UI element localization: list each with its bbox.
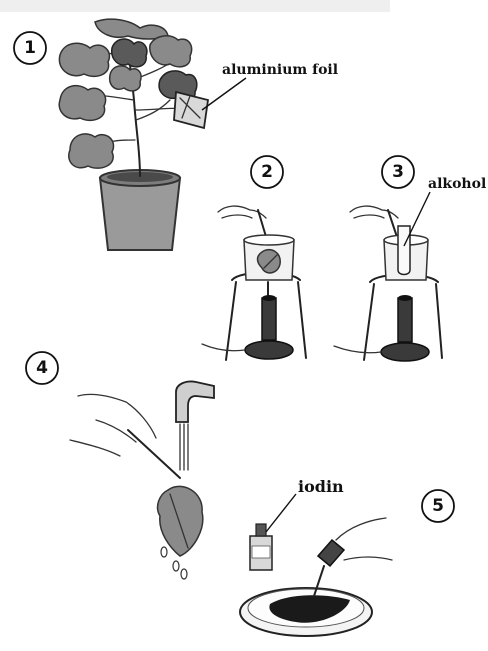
potted-plant xyxy=(59,19,246,250)
label-aluminium-foil: aluminium foil xyxy=(222,62,338,78)
step-number: 3 xyxy=(392,162,404,182)
label-iodin: iodin xyxy=(298,477,344,496)
test-tube xyxy=(398,226,410,275)
alcohol-bath-setup xyxy=(334,192,442,361)
top-band xyxy=(0,0,390,12)
step-number: 1 xyxy=(24,38,36,58)
step-number: 4 xyxy=(36,358,48,378)
step-number: 2 xyxy=(261,162,273,182)
iodine-test-setup xyxy=(240,494,392,636)
rinsing-setup xyxy=(70,381,214,579)
step-number: 5 xyxy=(432,496,444,516)
label-alkohol: alkohol xyxy=(428,176,486,192)
boiling-setup xyxy=(202,206,306,360)
water-tap xyxy=(176,381,214,422)
